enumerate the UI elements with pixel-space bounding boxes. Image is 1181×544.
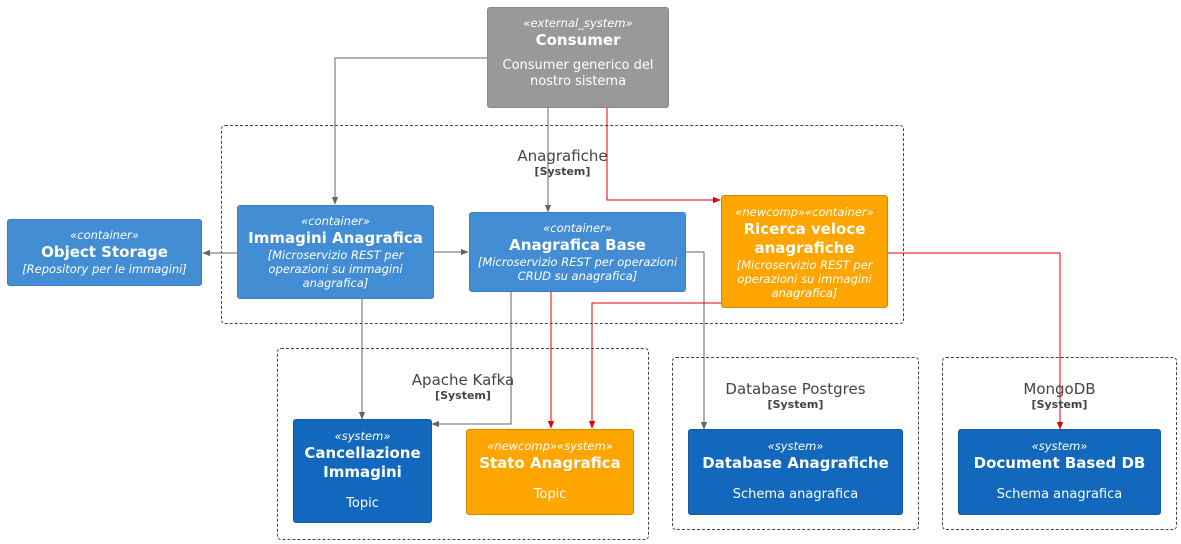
document-db-name: Document Based DB bbox=[973, 454, 1146, 472]
stato-description: Topic bbox=[533, 487, 567, 502]
boundary-mongodb-type: [System] bbox=[1031, 398, 1088, 411]
boundary-postgres-type: [System] bbox=[767, 398, 824, 411]
edge-base-cancellazione bbox=[431, 292, 512, 428]
boundary-anagrafiche: Anagrafiche [System] bbox=[221, 125, 904, 324]
immagini-description: [Microservizio REST per operazioni su im… bbox=[267, 248, 404, 290]
cancellazione-name: Cancellazione Immagini bbox=[304, 444, 421, 481]
cancellazione-description: Topic bbox=[346, 496, 379, 511]
object-storage-name: Object Storage bbox=[41, 243, 168, 261]
base-stereotype: «container» bbox=[543, 221, 612, 235]
boundary-kafka: Apache Kafka [System] bbox=[277, 348, 649, 540]
stato-name: Stato Anagrafica bbox=[479, 454, 621, 472]
consumer-description: Consumer generico del nostro sistema bbox=[502, 58, 654, 89]
ricerca-name: Ricerca veloce anagrafiche bbox=[743, 220, 866, 257]
object-storage-stereotype: «container» bbox=[70, 228, 139, 242]
edge-consumer-ricerca bbox=[606, 108, 721, 204]
boundary-mongodb: MongoDB [System] bbox=[942, 357, 1177, 530]
object-storage-description: [Repository per le immagini] bbox=[22, 262, 187, 276]
node-consumer[interactable]: «external_system» Consumer Consumer gene… bbox=[487, 7, 669, 108]
node-stato-anagrafica[interactable]: «newcomp»«system» Stato Anagrafica Topic bbox=[466, 429, 634, 515]
db-anagrafiche-name: Database Anagrafiche bbox=[702, 454, 889, 472]
node-immagini-anagrafica[interactable]: «container» Immagini Anagrafica [Microse… bbox=[237, 205, 434, 299]
boundary-postgres-title: Database Postgres bbox=[725, 380, 866, 398]
ricerca-stereotype: «newcomp»«container» bbox=[735, 205, 874, 219]
cancellazione-stereotype: «system» bbox=[334, 429, 391, 443]
node-object-storage[interactable]: «container» Object Storage [Repository p… bbox=[7, 219, 202, 286]
node-ricerca-veloce[interactable]: «newcomp»«container» Ricerca veloce anag… bbox=[721, 195, 888, 308]
document-db-description: Schema anagrafica bbox=[996, 487, 1123, 502]
boundary-mongodb-title: MongoDB bbox=[1023, 380, 1096, 398]
base-name: Anagrafica Base bbox=[509, 236, 646, 254]
base-description: [Microservizio REST per operazioni CRUD … bbox=[477, 255, 678, 283]
immagini-name: Immagini Anagrafica bbox=[248, 229, 423, 247]
stato-stereotype: «newcomp»«system» bbox=[487, 439, 613, 453]
ricerca-description: [Microservizio REST per operazioni su im… bbox=[736, 258, 873, 300]
immagini-stereotype: «container» bbox=[301, 214, 370, 228]
db-anagrafiche-stereotype: «system» bbox=[767, 439, 824, 453]
edge-ricerca-documentdb bbox=[888, 252, 1064, 430]
document-db-stereotype: «system» bbox=[1031, 439, 1088, 453]
consumer-name: Consumer bbox=[535, 31, 621, 49]
boundary-postgres: Database Postgres [System] bbox=[672, 357, 919, 530]
edge-base-dbanagrafiche bbox=[686, 251, 708, 430]
boundary-anagrafiche-title: Anagrafiche bbox=[517, 147, 608, 165]
node-anagrafica-base[interactable]: «container» Anagrafica Base [Microserviz… bbox=[469, 212, 686, 292]
node-document-based-db[interactable]: «system» Document Based DB Schema anagra… bbox=[958, 429, 1161, 515]
edge-ricerca-stato bbox=[588, 302, 721, 429]
node-cancellazione-immagini[interactable]: «system» Cancellazione Immagini Topic bbox=[293, 419, 432, 523]
db-anagrafiche-description: Schema anagrafica bbox=[732, 487, 859, 502]
boundary-anagrafiche-type: [System] bbox=[534, 165, 591, 178]
boundary-kafka-title: Apache Kafka bbox=[411, 371, 515, 389]
consumer-stereotype: «external_system» bbox=[523, 16, 633, 30]
boundary-kafka-type: [System] bbox=[435, 389, 491, 402]
node-database-anagrafiche[interactable]: «system» Database Anagrafiche Schema ana… bbox=[688, 429, 903, 515]
edge-consumer-immagini bbox=[331, 57, 487, 205]
